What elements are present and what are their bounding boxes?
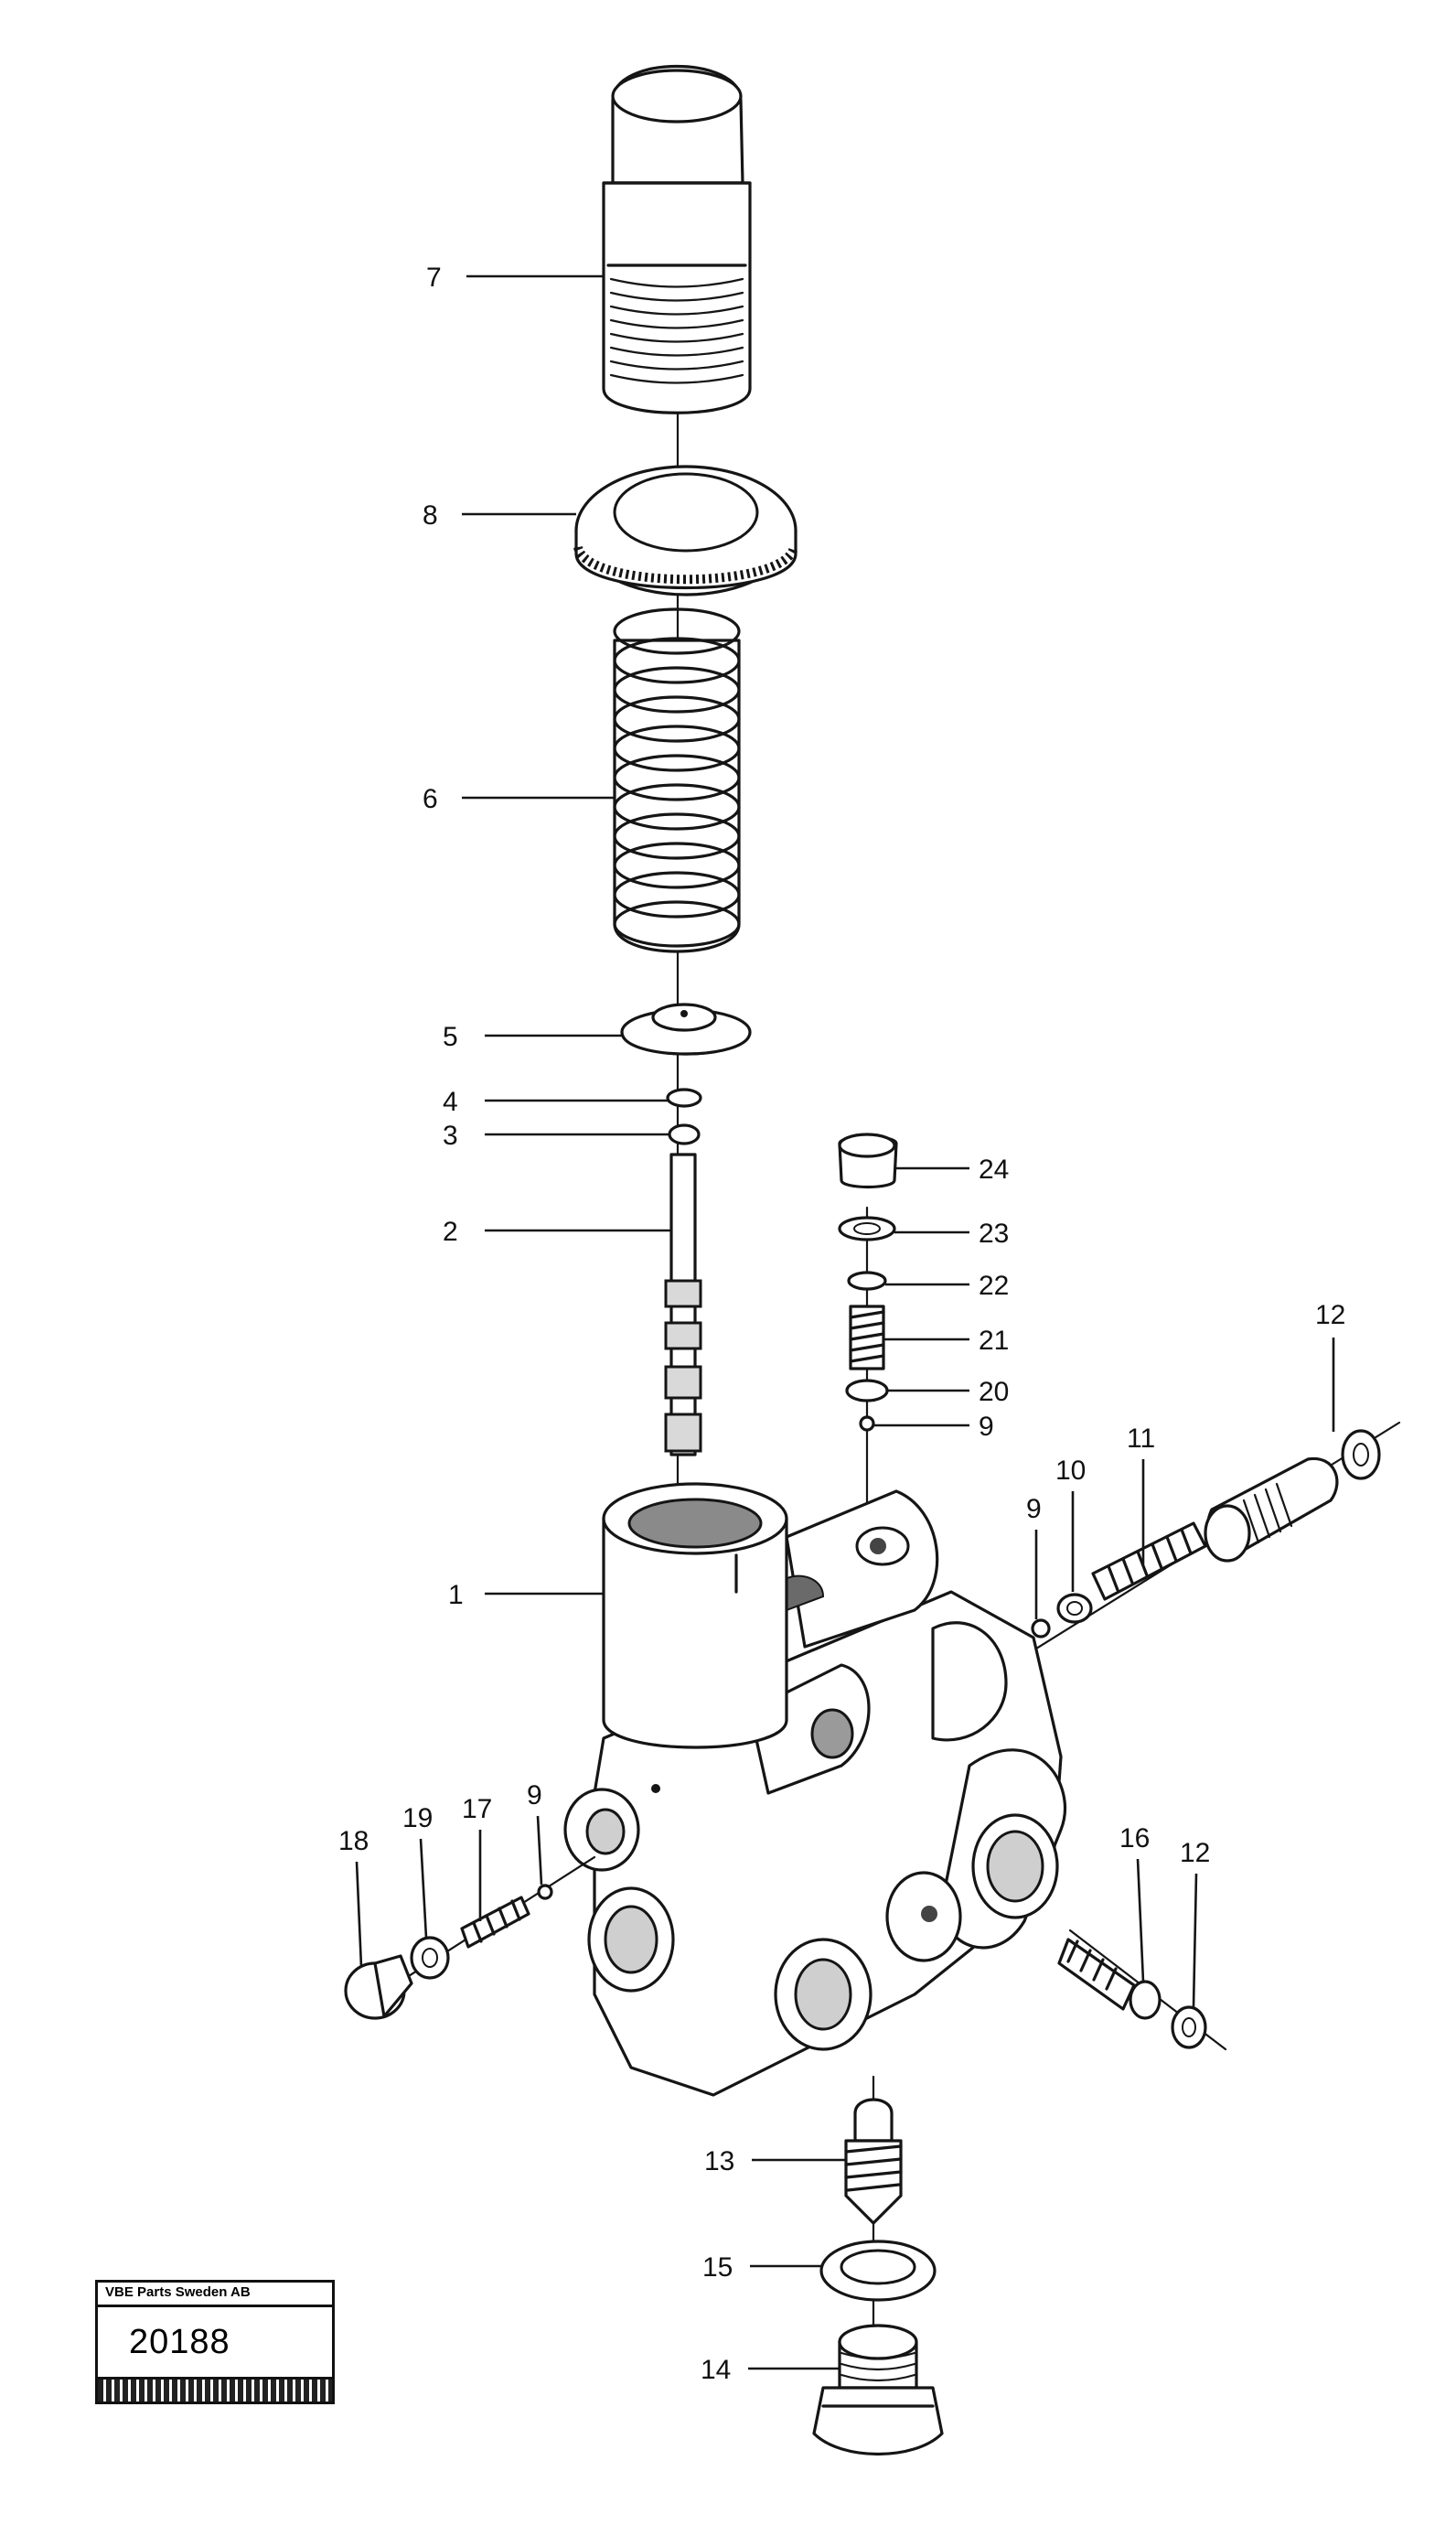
callout-18: 18 xyxy=(338,1826,369,1856)
part-11-spring xyxy=(1091,1521,1207,1601)
part-10-seat xyxy=(1056,1593,1093,1624)
callout-7: 7 xyxy=(426,263,442,293)
part-9-ball-b xyxy=(1031,1618,1051,1639)
callout-12-lower: 12 xyxy=(1180,1838,1210,1868)
stamp-barcode-strip xyxy=(98,2380,332,2401)
callout-12-upper: 12 xyxy=(1315,1300,1345,1330)
part-1-valve-body xyxy=(563,1482,1066,2097)
callout-8: 8 xyxy=(423,500,438,531)
callout-4: 4 xyxy=(443,1087,458,1117)
callout-labels: 7 8 6 5 4 3 2 1 24 23 22 21 20 9 12 11 1… xyxy=(338,263,1345,2385)
part-7-cap-sleeve xyxy=(602,64,752,414)
callout-9-right: 9 xyxy=(1026,1494,1042,1524)
part-22-ring xyxy=(847,1271,887,1291)
part-12-washer-a xyxy=(1341,1429,1381,1480)
callout-19: 19 xyxy=(402,1803,433,1833)
part-19-washer xyxy=(410,1936,450,1980)
part-9-ball-c xyxy=(537,1884,553,1900)
part-9-ball-a xyxy=(859,1415,875,1432)
callout-24: 24 xyxy=(979,1155,1009,1185)
part-12-washer-b xyxy=(1171,2005,1207,2049)
callout-2: 2 xyxy=(443,1217,458,1247)
drawing-id-stamp: VBE Parts Sweden AB 20188 xyxy=(95,2280,335,2404)
part-24-plug xyxy=(838,1133,898,1189)
callout-17: 17 xyxy=(462,1794,492,1824)
callout-13: 13 xyxy=(704,2146,734,2176)
right-threaded-sleeve xyxy=(1204,1456,1339,1563)
callout-23: 23 xyxy=(979,1219,1009,1249)
part-4-washer xyxy=(666,1088,702,1108)
callout-9-upper: 9 xyxy=(979,1412,994,1442)
part-8-knurled-ring xyxy=(573,465,798,596)
stamp-company: VBE Parts Sweden AB xyxy=(98,2283,332,2307)
callout-14: 14 xyxy=(701,2355,731,2385)
part-5-spring-seat xyxy=(620,1003,752,1056)
callout-6: 6 xyxy=(423,784,438,814)
callout-22: 22 xyxy=(979,1271,1009,1301)
callout-15: 15 xyxy=(702,2252,733,2283)
part-18-plug xyxy=(344,1954,413,2020)
part-20-seat xyxy=(845,1379,889,1402)
part-16-screw xyxy=(1057,1938,1162,2020)
part-17-spring xyxy=(460,1896,530,1949)
callout-1: 1 xyxy=(448,1580,464,1610)
callout-3: 3 xyxy=(443,1121,458,1151)
callout-10: 10 xyxy=(1055,1456,1086,1486)
part-21-spring xyxy=(849,1305,885,1370)
callout-5: 5 xyxy=(443,1022,458,1052)
part-13-valve-spring xyxy=(844,2098,903,2225)
part-14-plug xyxy=(812,2324,944,2455)
callout-11: 11 xyxy=(1127,1424,1155,1454)
part-3-ring xyxy=(668,1123,701,1145)
callout-20: 20 xyxy=(979,1377,1009,1407)
leader-lines xyxy=(355,274,1335,2370)
callout-9-left: 9 xyxy=(527,1780,542,1810)
part-6-spring xyxy=(613,607,741,953)
callout-16: 16 xyxy=(1119,1823,1150,1853)
stamp-drawing-number: 20188 xyxy=(98,2307,332,2380)
part-15-sealing-ring xyxy=(819,2240,937,2302)
part-2-plunger xyxy=(664,1153,702,1456)
callout-21: 21 xyxy=(979,1326,1009,1356)
